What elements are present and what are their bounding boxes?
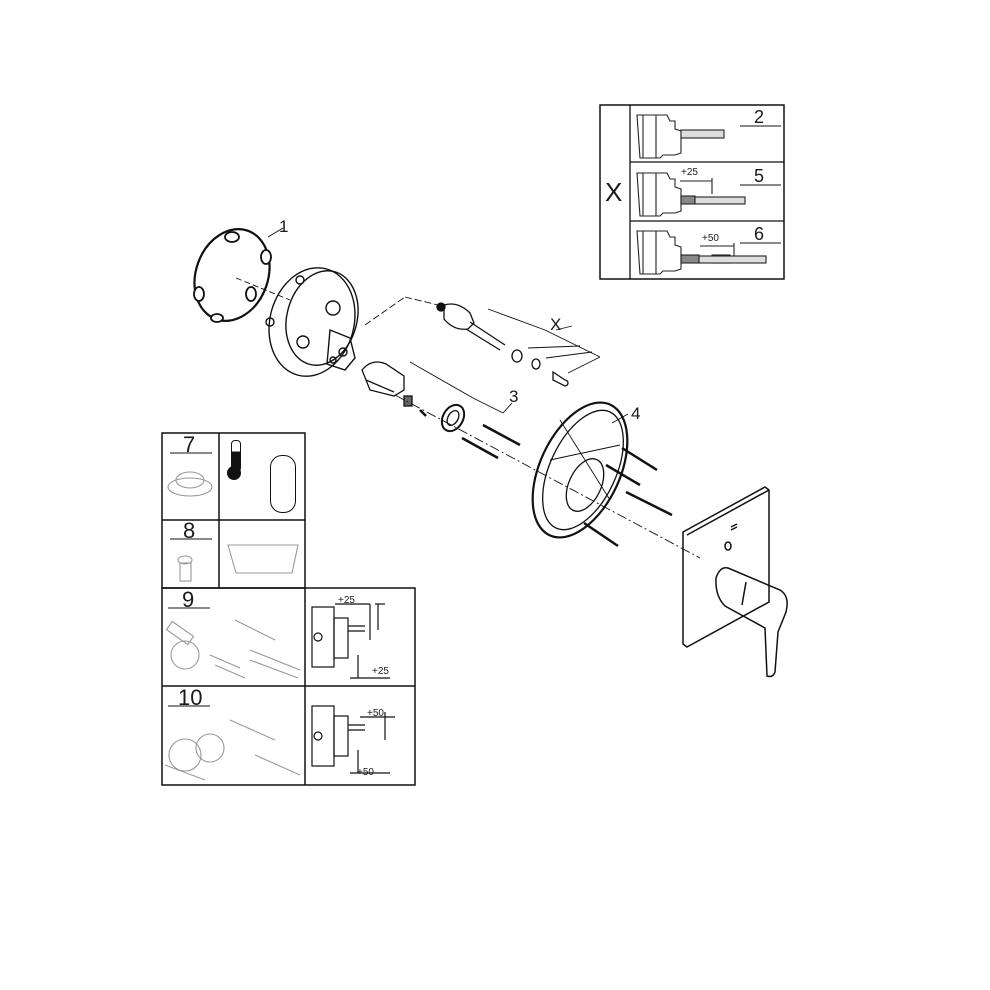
option-8-num: 8 bbox=[183, 518, 196, 543]
callout-1: 1 bbox=[279, 217, 289, 236]
options-panel bbox=[161, 432, 416, 786]
valve-body bbox=[235, 267, 359, 377]
panel-illustrations bbox=[164, 471, 301, 781]
legend-row-2-num: 2 bbox=[754, 107, 765, 127]
legend-x-box bbox=[599, 104, 785, 280]
option-10-dim-top: +50 bbox=[367, 708, 384, 719]
legend-row-5-num: 5 bbox=[754, 166, 765, 186]
legend-row-5-dim: +25 bbox=[681, 167, 698, 178]
thermometer-bulb-icon bbox=[227, 466, 241, 480]
retaining-ring-part-3 bbox=[409, 361, 521, 460]
option-7-num: 7 bbox=[183, 432, 196, 457]
option-9-dim-top: +25 bbox=[338, 595, 355, 606]
handle-lever-icon bbox=[270, 455, 296, 513]
legend-row-6-num: 6 bbox=[754, 224, 765, 244]
legend-x-label: X bbox=[605, 177, 623, 207]
callout-3: 3 bbox=[509, 387, 519, 406]
cross-section-icons bbox=[311, 603, 395, 774]
cartridge bbox=[361, 361, 427, 417]
extension-spindle bbox=[364, 296, 569, 387]
oring-part-1 bbox=[193, 227, 284, 323]
callout-x: X bbox=[550, 315, 562, 334]
option-10-num: 10 bbox=[178, 685, 203, 710]
mounting-plate-part-4 bbox=[531, 401, 673, 548]
legend-row-6-dim: +50 bbox=[702, 233, 719, 244]
trim-plate-and-handle bbox=[682, 486, 788, 678]
option-10-dim-bottom: +50 bbox=[357, 767, 374, 778]
option-9-num: 9 bbox=[182, 587, 195, 612]
callout-lines-x bbox=[487, 308, 601, 374]
option-9-dim-bottom: +25 bbox=[372, 666, 389, 677]
callout-4: 4 bbox=[631, 404, 641, 423]
